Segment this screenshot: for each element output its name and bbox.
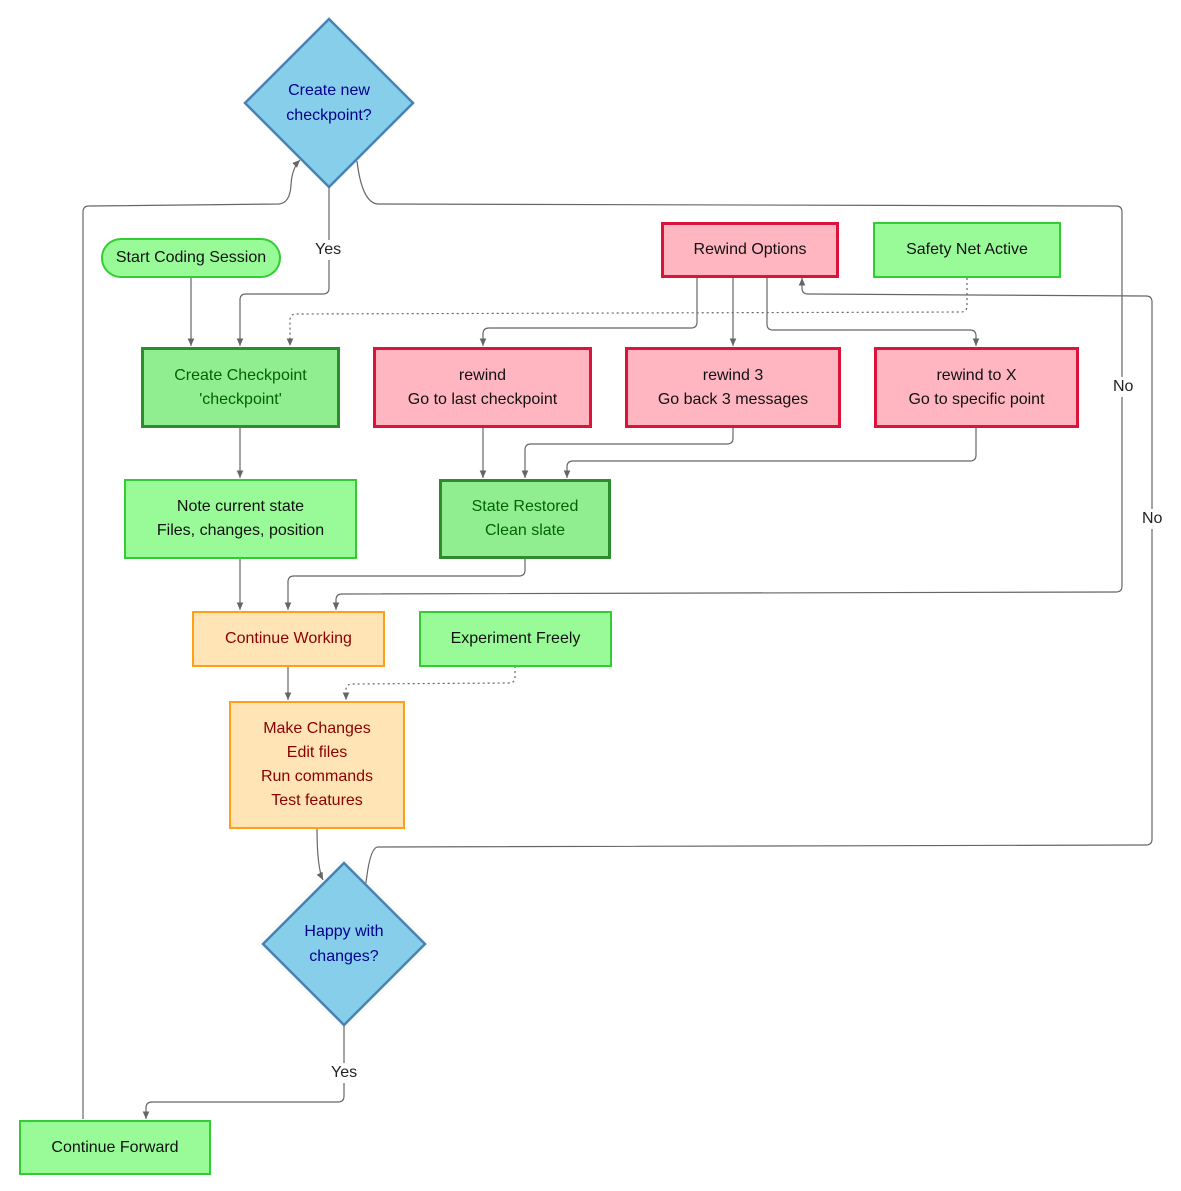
continue-working-node[interactable]: Continue Working [192, 611, 385, 667]
start-coding-session-node[interactable]: Start Coding Session [101, 238, 281, 278]
edge-make-changes-to-happy [316, 827, 324, 881]
happy-with-changes-label: Happy with changes? [304, 923, 384, 965]
rewind-to-x-node[interactable]: rewind to X Go to specific point [874, 347, 1079, 428]
edge-rewind-options-to-rewind-to-x [766, 278, 980, 346]
note-current-state-node[interactable]: Note current state Files, changes, posit… [124, 479, 357, 559]
continue-forward-node[interactable]: Continue Forward [19, 1120, 211, 1175]
rewind-node[interactable]: rewind Go to last checkpoint [373, 347, 592, 428]
make-changes-node[interactable]: Make Changes Edit files Run commands Tes… [229, 701, 405, 829]
safety-net-active-node[interactable]: Safety Net Active [873, 222, 1061, 278]
edge-no-to-rewind-options [365, 278, 1153, 884]
edge-continue-forward-to-create-new-checkpoint [82, 159, 301, 1119]
edge-rewind-3-to-state-restored [521, 427, 734, 478]
edge-rewind-to-x-to-state-restored [563, 427, 977, 478]
create-checkpoint-node[interactable]: Create Checkpoint 'checkpoint' [141, 347, 340, 428]
edge-label-no-bottom: No [1140, 509, 1165, 529]
edge-no-to-continue-working [332, 160, 1123, 610]
rewind-options-node[interactable]: Rewind Options [661, 222, 839, 278]
edge-yes-to-continue-forward [142, 1025, 345, 1119]
edge-label-no-top: No [1111, 377, 1136, 397]
rewind-3-node[interactable]: rewind 3 Go back 3 messages [625, 347, 841, 428]
experiment-freely-node[interactable]: Experiment Freely [419, 611, 612, 667]
edge-safety-net-to-create-checkpoint [286, 278, 968, 346]
edge-yes-to-create-checkpoint [236, 187, 330, 346]
create-new-checkpoint-label: Create new checkpoint? [286, 82, 372, 124]
edge-rewind-options-to-rewind [479, 278, 698, 346]
edge-label-yes-bottom: Yes [329, 1063, 360, 1083]
state-restored-node[interactable]: State Restored Clean slate [439, 479, 611, 559]
edge-state-restored-to-continue-working [284, 558, 526, 610]
edge-label-yes-top: Yes [313, 240, 344, 260]
edge-experiment-to-make-changes [342, 666, 516, 700]
